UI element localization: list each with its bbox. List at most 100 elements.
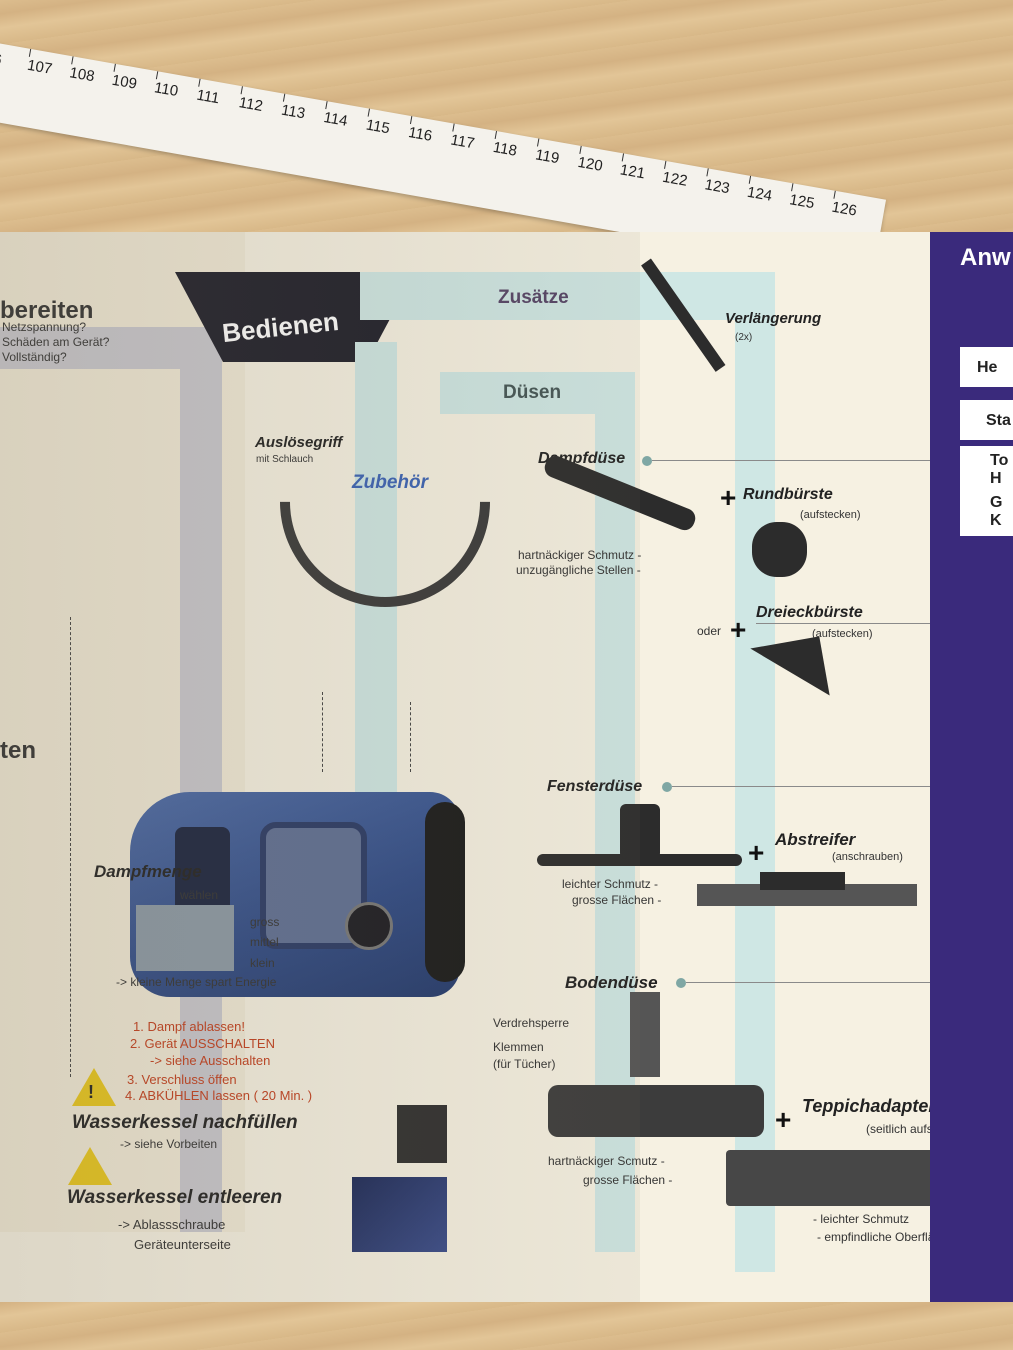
bodenduese-desc2: grosse Flächen -	[583, 1173, 673, 1187]
ruler-tick	[494, 130, 498, 140]
right-tab-label: H	[990, 470, 1002, 487]
squeegee	[697, 884, 917, 906]
entleeren-sub1: -> Ablassschraube	[118, 1217, 226, 1232]
ausloesegriff-sub: mit Schlauch	[256, 454, 314, 465]
ruler-number: 118	[491, 138, 519, 160]
right-tab-label: K	[990, 512, 1002, 529]
ruler-number: 124	[745, 183, 774, 205]
dampfduese-line	[652, 460, 932, 461]
bodenduese-desc1: hartnäckiger Scmutz -	[548, 1154, 665, 1168]
right-tab-label: To	[990, 452, 1009, 469]
step-2: 2. Gerät AUSSCHALTEN	[130, 1036, 275, 1051]
bereiten-title: bereiten	[0, 297, 94, 324]
verdrehsperre-label: Verdrehsperre	[493, 1016, 570, 1030]
checklist-1: Netzspannung?	[2, 320, 87, 334]
ruler-number: 126	[830, 198, 859, 220]
rundbuerste-title: Rundbürste	[743, 486, 833, 503]
floor-nozzle-tube	[630, 992, 660, 1077]
warning-mark: !	[88, 1082, 94, 1102]
dial-photo	[136, 905, 234, 971]
gray-band-top	[0, 327, 220, 369]
rundbuerste-sub: (aufstecken)	[800, 509, 861, 521]
dampfduese-desc1: hartnäckiger Schmutz -	[518, 548, 642, 562]
ruler-number: 115	[364, 116, 392, 138]
right-tab-label: G	[990, 494, 1003, 511]
klemmen-label: Klemmen	[493, 1040, 544, 1054]
dashed-guide	[322, 692, 323, 772]
ruler-tick	[198, 78, 201, 87]
ruler-number: 117	[449, 131, 476, 153]
water-fill-icon	[397, 1105, 447, 1163]
fensterduese-title: Fensterdüse	[547, 778, 643, 795]
dreieck-line	[756, 623, 976, 624]
dampfmenge-sub: wählen	[180, 888, 219, 902]
ruler-number: 122	[661, 168, 689, 190]
ruler-tick	[791, 183, 794, 192]
ruler-tick	[536, 138, 540, 147]
dashed-guide	[410, 702, 411, 772]
ruler-number: 125	[788, 191, 816, 213]
ruler-number: 114	[322, 109, 349, 130]
ruler-number: 108	[68, 64, 96, 86]
right-tab: He	[960, 347, 1013, 387]
step-3: 3. Verschluss öffen	[127, 1072, 237, 1087]
teppichadapter-desc1: - leichter Schmutz	[813, 1212, 910, 1226]
window-nozzle	[537, 854, 742, 866]
anw-title: Anw	[960, 244, 1011, 271]
level-mittel: mittel	[250, 935, 279, 949]
warning-icon	[72, 1068, 116, 1106]
abstreifer-title: Abstreifer	[775, 830, 856, 849]
right-tab: To H G K	[960, 446, 1013, 536]
ruler-tick	[367, 108, 370, 117]
dreieckbuerste-sub: (aufstecken)	[812, 628, 873, 640]
fensterduese-dot	[662, 782, 672, 792]
fensterduese-line	[672, 786, 1002, 787]
bodenduese-title: Bodendüse	[565, 973, 658, 992]
teal-band-zusaetze-h	[360, 272, 770, 320]
ruler-number: 110	[152, 79, 180, 101]
ruler-tick	[240, 86, 243, 95]
instruction-leaflet: Bedienen bereiten Netzspannung? Schäden …	[0, 232, 1013, 1302]
ruler-tick	[579, 145, 582, 154]
verlaengerung-title: Verlängerung	[725, 310, 822, 327]
window-nozzle-neck	[620, 804, 660, 859]
abstreifer-sub: (anschrauben)	[832, 851, 903, 863]
right-tab-label: He	[977, 359, 998, 376]
entleeren-title: Wasserkessel entleeren	[67, 1187, 283, 1208]
ruler-number: 119	[534, 146, 561, 168]
ruler-tick	[325, 101, 328, 110]
side-cable-wheel	[425, 802, 465, 982]
plus-icon: +	[720, 482, 737, 513]
level-gross: gross	[250, 915, 280, 929]
ruler-number: 112	[237, 94, 265, 115]
ruler-tick	[833, 190, 836, 199]
checklist-2: Schäden am Gerät?	[2, 335, 110, 349]
right-tab: Sta	[960, 400, 1013, 440]
step-2-ref: -> siehe Ausschalten	[150, 1053, 271, 1068]
verlaengerung-sub: (2x)	[735, 332, 753, 343]
bodenduese-line	[686, 982, 1006, 983]
ruler-tick	[71, 56, 74, 65]
step-4: 4. ABKÜHLEN lassen ( 20 Min. )	[125, 1088, 313, 1103]
ruler-number: 116	[407, 123, 434, 145]
hot-surface-icon	[68, 1147, 112, 1185]
right-purple-panel: Anw He Sta To H G K	[930, 232, 1013, 1302]
fensterduese-desc1: leichter Schmutz -	[562, 877, 659, 891]
plus-icon: +	[730, 614, 747, 645]
right-tab-label: Sta	[986, 412, 1011, 429]
duesen-label: Düsen	[503, 382, 562, 403]
teppichadapter-title: Teppichadapter	[802, 1096, 936, 1116]
dampfmenge-note: -> kleine Menge spart Energie	[116, 975, 277, 989]
step-1: 1. Dampf ablassen!	[133, 1019, 246, 1034]
carpet-adapter	[726, 1150, 952, 1206]
dampfduese-dot	[642, 456, 652, 466]
ruler-number: 107	[25, 56, 54, 78]
ruler-tick	[664, 160, 667, 169]
ruler-tick	[706, 168, 709, 177]
dampfduese-desc2: unzugängliche Stellen -	[516, 563, 641, 577]
plus-icon: +	[748, 837, 765, 868]
plus-icon: +	[775, 1104, 792, 1135]
teal-band-zubehoer-v	[355, 342, 397, 812]
triangle-brush	[750, 636, 830, 708]
ruler-tick	[155, 71, 159, 80]
